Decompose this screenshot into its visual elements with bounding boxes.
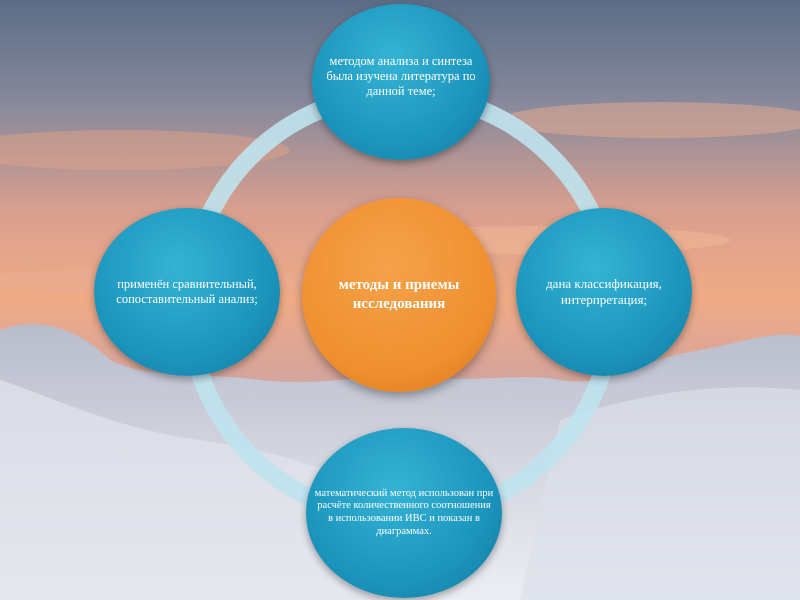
top-node-label: методом анализа и синтеза была изучена л… [320,54,482,99]
right-node-label: дана классификация, интерпретация; [528,276,680,307]
left-node: применён сравнительный, сопоставительный… [94,208,280,376]
bottom-node: математический метод использован при рас… [306,428,502,598]
center-node: методы и приемы исследования [302,198,496,392]
center-node-label: методы и приемы исследования [316,276,482,315]
right-node: дана классификация, интерпретация; [516,208,692,376]
top-node: методом анализа и синтеза была изучена л… [312,4,490,160]
left-node-label: применён сравнительный, сопоставительный… [102,277,272,307]
bottom-node-label: математический метод использован при рас… [314,488,494,538]
